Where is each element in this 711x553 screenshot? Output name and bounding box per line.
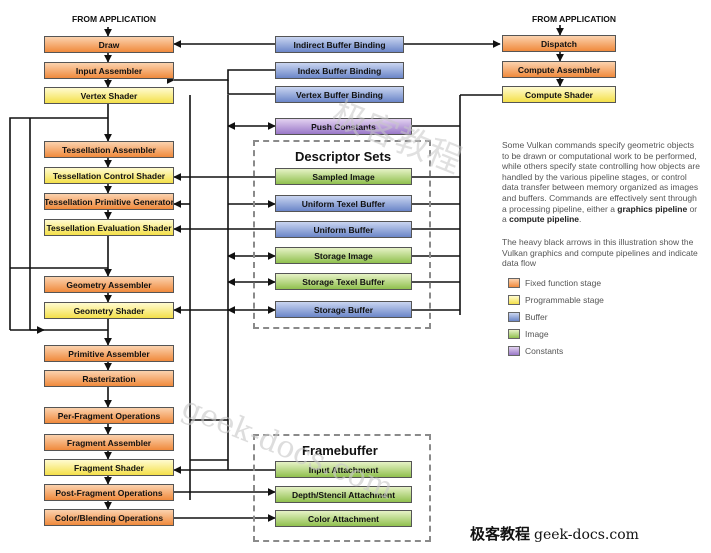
index-buffer-binding: Index Buffer Binding [275,62,404,79]
vertex-shader-stage: Vertex Shader [44,87,174,104]
programmable-swatch [508,295,520,305]
framebuffer-group [253,434,431,542]
description-paragraph-1: Some Vulkan commands specify geometric o… [502,140,700,225]
geometry-assembler-stage: Geometry Assembler [44,276,174,293]
legend-programmable: Programmable stage [508,294,604,306]
indirect-buffer-binding: Indirect Buffer Binding [275,36,404,53]
buffer-swatch [508,312,520,322]
primitive-assembler-stage: Primitive Assembler [44,345,174,362]
legend-constants: Constants [508,345,563,357]
fragment-assembler-stage: Fragment Assembler [44,434,174,451]
storage-image: Storage Image [275,247,412,264]
depth-stencil-attachment: Depth/Stencil Attachment [275,486,412,503]
storage-buffer: Storage Buffer [275,301,412,318]
tessellation-control-shader-stage: Tessellation Control Shader [44,167,174,184]
post-fragment-operations-stage: Post-Fragment Operations [44,484,174,501]
input-attachment: Input Attachment [275,461,412,478]
uniform-buffer: Uniform Buffer [275,221,412,238]
rasterization-stage: Rasterization [44,370,174,387]
right-header: FROM APPLICATION [532,14,617,24]
legend-fixed: Fixed function stage [508,277,601,289]
legend-image: Image [508,328,549,340]
description-paragraph-2: The heavy black arrows in this illustrat… [502,237,698,269]
compute-shader-stage: Compute Shader [502,86,616,103]
draw-stage: Draw [44,36,174,53]
storage-texel-buffer: Storage Texel Buffer [275,273,412,290]
sampled-image: Sampled Image [275,168,412,185]
fixed-swatch [508,278,520,288]
constants-swatch [508,346,520,356]
tessellation-evaluation-shader-stage: Tessellation Evaluation Shader [44,219,174,236]
image-swatch [508,329,520,339]
legend-buffer: Buffer [508,311,548,323]
tessellation-assembler-stage: Tessellation Assembler [44,141,174,158]
color-attachment: Color Attachment [275,510,412,527]
geometry-shader-stage: Geometry Shader [44,302,174,319]
fragment-shader-stage: Fragment Shader [44,459,174,476]
per-fragment-operations-stage: Per-Fragment Operations [44,407,174,424]
compute-assembler-stage: Compute Assembler [502,61,616,78]
tessellation-primitive-generator-stage: Tessellation Primitive Generator [44,193,174,210]
descriptor-sets-title: Descriptor Sets [295,149,392,164]
push-constants: Push Constants [275,118,412,135]
descriptor-sets-group [253,140,431,329]
framebuffer-title: Framebuffer [302,443,378,458]
color-blending-operations-stage: Color/Blending Operations [44,509,174,526]
left-header: FROM APPLICATION [72,14,157,24]
vertex-buffer-binding: Vertex Buffer Binding [275,86,404,103]
uniform-texel-buffer: Uniform Texel Buffer [275,195,412,212]
input-assembler-stage: Input Assembler [44,62,174,79]
dispatch-stage: Dispatch [502,35,616,52]
